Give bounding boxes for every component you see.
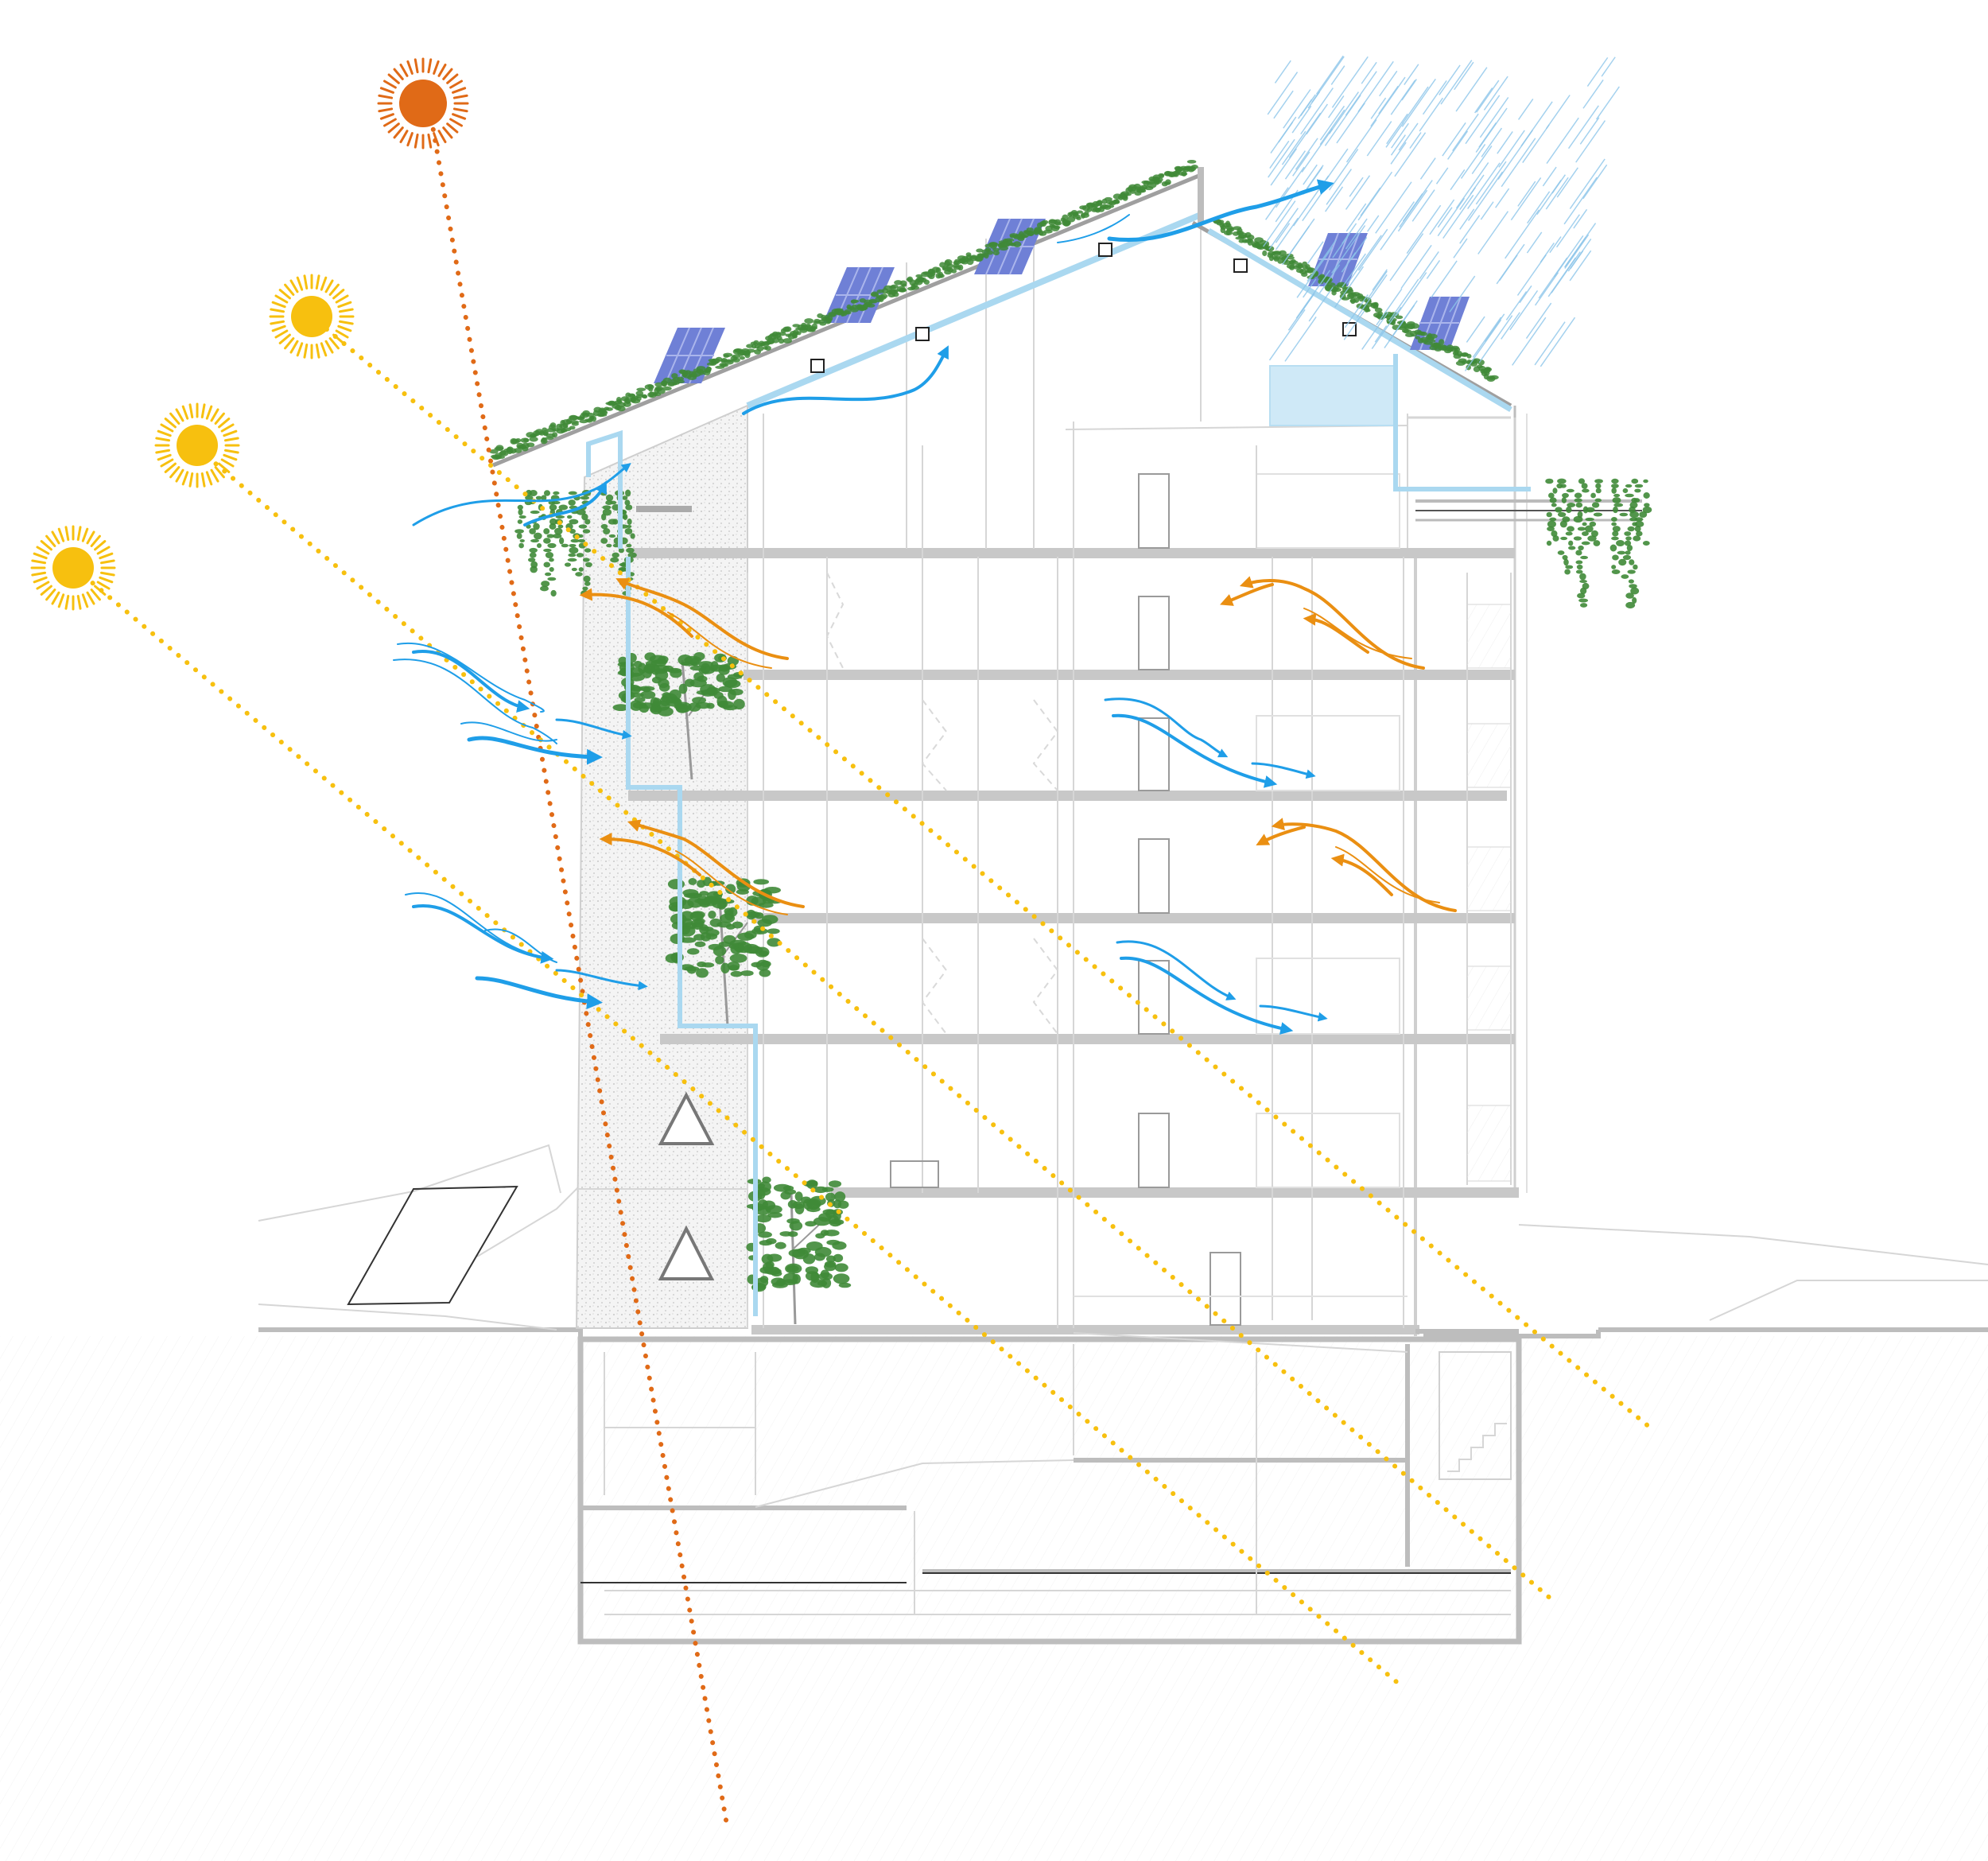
sun-rays	[73, 105, 1652, 1832]
arrow-icon	[1330, 853, 1393, 896]
stair-core	[1466, 573, 1512, 1185]
sun-icon	[269, 274, 355, 359]
sun-icon	[377, 57, 469, 150]
arrow-icon	[555, 718, 632, 740]
floor-slab	[751, 913, 1515, 923]
arrow-icon	[523, 480, 607, 526]
basement	[577, 1336, 1522, 1645]
low-sun-ray	[196, 447, 1553, 1601]
arrow-icon	[475, 976, 603, 1010]
solar-panel-icon	[1308, 232, 1368, 287]
arrow-icon	[599, 833, 701, 876]
floor-slab	[628, 791, 1507, 801]
arrow-icon	[412, 463, 631, 526]
arrow-icon	[1271, 818, 1457, 912]
tree-icon	[746, 1176, 852, 1325]
low-sun-ray	[316, 320, 1652, 1430]
ground	[0, 1144, 1988, 1861]
floor-slab	[660, 1034, 1515, 1044]
arrow-icon	[742, 345, 949, 415]
arrow-icon	[1107, 179, 1334, 243]
sun-icon	[154, 402, 240, 488]
arrow-icon	[412, 650, 530, 713]
solar-panels	[654, 218, 1470, 384]
solar-panel-icon	[974, 218, 1046, 275]
arrow-icon	[1251, 762, 1316, 779]
arrow-icon	[467, 736, 603, 765]
arrow-icon	[555, 969, 648, 991]
arrow-icon	[1104, 697, 1229, 758]
building-structure	[575, 404, 1642, 1353]
triangle-opening	[658, 1091, 715, 1145]
arrow-icon	[1220, 583, 1274, 606]
water-tank	[1270, 366, 1397, 425]
high-sun-ray	[427, 105, 730, 1832]
rainwater-pipe	[586, 354, 1531, 1316]
arrow-icon	[1303, 612, 1369, 654]
rain-icon	[1263, 55, 1620, 371]
basement-stair	[1439, 1351, 1512, 1480]
arrow-icon	[1239, 576, 1425, 670]
arrow-icon	[1120, 956, 1294, 1035]
low-sun-ray	[73, 566, 1402, 1687]
arrow-icon	[627, 819, 805, 908]
arrow-icon	[1259, 1004, 1328, 1022]
arrow-icon	[412, 903, 554, 964]
floor-slab	[751, 1325, 1419, 1335]
floor-slab	[744, 670, 1515, 680]
cold-wind-arrows	[393, 179, 1334, 1035]
arrow-icon	[1112, 713, 1278, 788]
warm-air-arrows	[579, 576, 1457, 915]
arrow-icon	[1116, 940, 1237, 1000]
sun-icon	[30, 525, 116, 611]
arrow-icon	[1256, 826, 1306, 846]
triangle-opening	[658, 1225, 715, 1280]
arrow-icon	[579, 588, 693, 638]
floor-slab	[831, 1187, 1519, 1198]
arrow-icon	[615, 578, 789, 660]
tree-icon	[665, 876, 782, 1027]
